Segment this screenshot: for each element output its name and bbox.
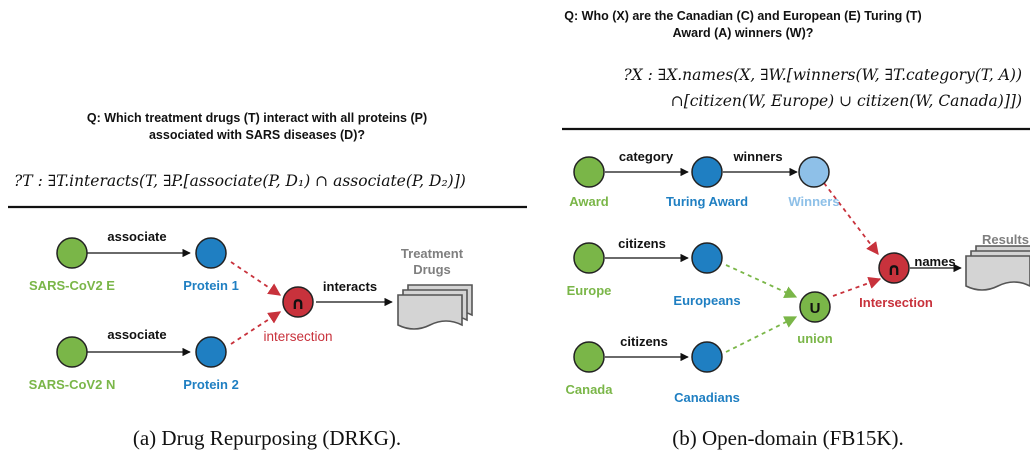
question-line-1: Q: Which treatment drugs (T) interact wi…	[87, 111, 427, 125]
label-results: Results	[982, 232, 1029, 247]
edge-protein2-intersection	[230, 311, 282, 345]
question-line-2-right: Award (A) winners (W)?	[673, 26, 814, 40]
panel-open-domain: Q: Who (X) are the Canadian (C) and Euro…	[562, 9, 1030, 450]
node-sars-cov2-e	[56, 237, 88, 269]
intersection-symbol: ∩	[291, 294, 305, 314]
query-formula: ?T : ∃T.interacts(T, ∃P.[associate(P, D₁…	[14, 172, 466, 190]
query-formula-right-line-2: ∩[citizen(W, Europe) ∪ citizen(W, Canada…	[671, 92, 1022, 110]
question-line-2: associated with SARS diseases (D)?	[149, 128, 365, 142]
node-winners	[798, 156, 830, 188]
node-europeans	[691, 242, 723, 274]
answer-doc-stack-right	[965, 245, 1030, 291]
label-category: category	[619, 149, 674, 164]
edge-union-intersection	[832, 276, 882, 297]
node-europe	[573, 242, 605, 274]
label-turing-award: Turing Award	[666, 194, 748, 209]
label-sars-cov2-e: SARS-CoV2 E	[29, 278, 115, 293]
label-protein-2: Protein 2	[183, 377, 239, 392]
edge-europeans-union	[725, 264, 798, 299]
question-line-1-right: Q: Who (X) are the Canadian (C) and Euro…	[564, 9, 921, 23]
label-europeans: Europeans	[673, 293, 740, 308]
label-winners-node: Winners	[788, 194, 839, 209]
label-sars-cov2-n: SARS-CoV2 N	[29, 377, 116, 392]
label-associate-bottom: associate	[107, 327, 166, 342]
node-canada	[573, 341, 605, 373]
edge-protein1-intersection	[230, 261, 282, 296]
query-formula-right-line-1: ?X : ∃X.names(X, ∃W.[winners(W, ∃T.categ…	[623, 66, 1022, 84]
node-union	[799, 291, 831, 323]
node-turing-award	[691, 156, 723, 188]
edge-winners-intersection	[823, 182, 879, 256]
node-intersection	[282, 286, 314, 318]
label-intersection-right: Intersection	[859, 295, 933, 310]
label-citizens-bottom: citizens	[620, 334, 668, 349]
label-treatment: Treatment	[401, 246, 464, 261]
label-names: names	[914, 254, 955, 269]
label-associate-top: associate	[107, 229, 166, 244]
node-protein-2	[195, 336, 227, 368]
label-canada: Canada	[566, 382, 614, 397]
node-protein-1	[195, 237, 227, 269]
node-sars-cov2-n	[56, 336, 88, 368]
panel-drug-repurposing: Q: Which treatment drugs (T) interact wi…	[8, 111, 527, 450]
label-award: Award	[569, 194, 609, 209]
label-europe: Europe	[567, 283, 612, 298]
caption-right: (b) Open-domain (FB15K).	[672, 426, 904, 450]
label-citizens-top: citizens	[618, 236, 666, 251]
caption-left: (a) Drug Repurposing (DRKG).	[133, 426, 401, 450]
label-winners-edge: winners	[732, 149, 782, 164]
label-drugs: Drugs	[413, 262, 451, 277]
label-union: union	[797, 331, 832, 346]
answer-doc-stack-left	[397, 284, 473, 330]
label-interacts: interacts	[323, 279, 377, 294]
label-protein-1: Protein 1	[183, 278, 239, 293]
edge-canadians-union	[725, 316, 798, 353]
node-award	[573, 156, 605, 188]
label-intersection: intersection	[263, 329, 332, 344]
label-canadians: Canadians	[674, 390, 740, 405]
intersection-symbol-right: ∩	[887, 260, 901, 280]
union-symbol: U	[810, 300, 821, 317]
node-intersection-right	[878, 252, 910, 284]
node-canadians	[691, 341, 723, 373]
